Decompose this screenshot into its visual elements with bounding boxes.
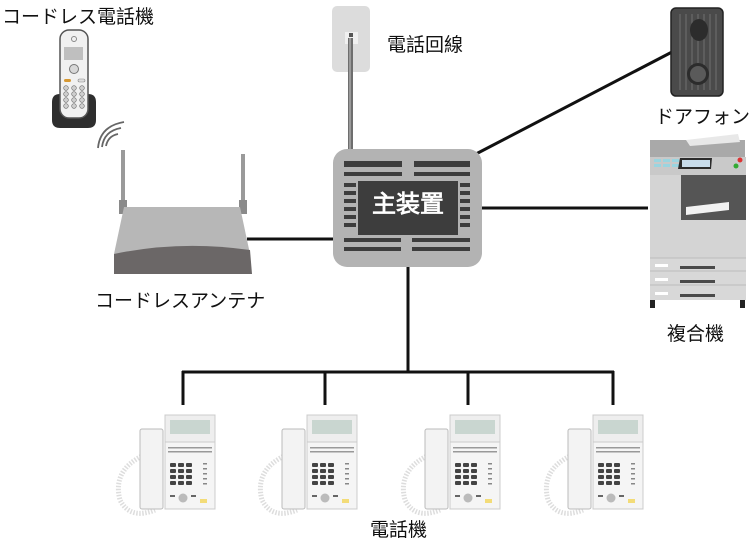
wireless-signal-icon [97,121,125,149]
connection-lines [181,50,673,405]
main-unit-label: 主装置 [372,190,444,218]
desk-phones-group [116,414,644,516]
phone-line-label: 電話回線 [387,34,464,56]
desk-phone-icon [116,414,216,516]
phone-line-jack-icon [332,6,370,150]
main-unit-icon [333,149,482,267]
cordless-antenna-icon [97,121,252,274]
door-phone-label: ドアフォン [655,106,751,128]
desk-phone-icon [401,414,501,516]
cordless-phone-icon [52,29,96,128]
desk-phone-icon [258,414,358,516]
desk-phone-icon [544,414,644,516]
desk-phones-label: 電話機 [370,519,428,541]
door-phone-icon [670,7,724,97]
multifunction-printer-label: 複合機 [667,323,725,345]
cordless-phone-label: コードレス電話機 [2,6,155,28]
line-to-door-phone [473,50,673,157]
multifunction-printer-icon [650,134,746,308]
cordless-antenna-label: コードレスアンテナ [95,290,266,312]
